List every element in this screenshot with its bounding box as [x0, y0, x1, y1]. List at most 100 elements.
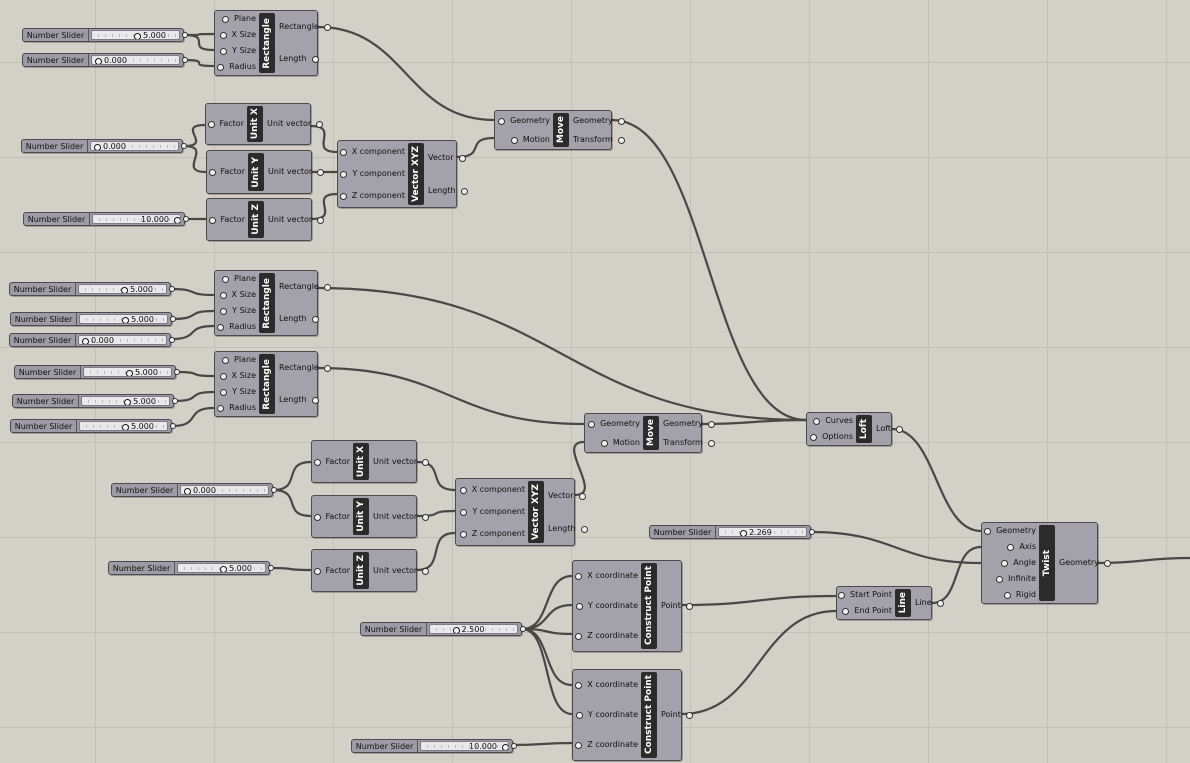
component-title[interactable]: Line — [895, 589, 911, 617]
slider-track[interactable]: 10.000 — [92, 214, 181, 224]
output-param[interactable]: Unit vector — [268, 167, 325, 176]
component-title[interactable]: Unit Z — [353, 552, 369, 589]
input-param[interactable]: Y Size — [220, 46, 256, 55]
input-param[interactable]: X Size — [219, 371, 256, 380]
input-param[interactable]: Curves — [813, 416, 853, 425]
output-param[interactable]: Length — [279, 314, 319, 323]
output-param[interactable]: Geometry — [663, 418, 715, 428]
wire[interactable] — [171, 309, 215, 321]
input-param[interactable]: Y Size — [220, 387, 256, 396]
output-param[interactable]: Length — [279, 54, 319, 63]
component-title[interactable]: Vector XYZ — [528, 481, 544, 543]
slider-output-grip[interactable] — [174, 369, 180, 375]
component-title[interactable]: Twist — [1039, 525, 1055, 601]
output-param[interactable]: Unit vector — [373, 565, 430, 575]
wire[interactable] — [512, 741, 573, 747]
input-param[interactable]: X coordinate — [575, 571, 638, 580]
slider-output-grip[interactable] — [511, 743, 517, 749]
output-param[interactable]: Rectangle — [279, 282, 331, 291]
slider-track[interactable]: 5.000 — [91, 30, 180, 40]
slider-track[interactable]: 5.000 — [78, 284, 167, 294]
component-title[interactable]: Unit X — [247, 106, 263, 142]
wire[interactable] — [521, 627, 573, 687]
wire[interactable] — [171, 406, 215, 428]
wire[interactable] — [173, 390, 215, 403]
slider-knob[interactable] — [122, 317, 129, 323]
slider-output-grip[interactable] — [182, 57, 188, 63]
wire[interactable] — [681, 609, 837, 716]
slider-output-grip[interactable] — [183, 216, 189, 222]
slider-track[interactable]: 0.000 — [90, 141, 179, 151]
input-param[interactable]: Start Point — [838, 590, 892, 599]
input-param[interactable]: Factor — [208, 167, 245, 176]
wire[interactable] — [891, 427, 982, 533]
input-param[interactable]: Plane — [222, 355, 256, 364]
output-param[interactable]: Vector — [428, 152, 465, 162]
wire[interactable] — [311, 192, 338, 221]
slider-knob[interactable] — [126, 370, 133, 376]
input-param[interactable]: End Point — [842, 606, 892, 615]
input-param[interactable]: Motion — [510, 134, 550, 144]
wire[interactable] — [317, 25, 495, 122]
component-title[interactable]: Rectangle — [259, 273, 275, 333]
wire[interactable] — [810, 530, 982, 565]
slider-output-grip[interactable] — [170, 316, 176, 322]
input-param[interactable]: Options — [810, 432, 853, 441]
component-title[interactable]: Move — [553, 113, 569, 147]
input-param[interactable]: Factor — [207, 119, 244, 128]
slider-output-grip[interactable] — [271, 487, 277, 493]
wire[interactable] — [681, 594, 837, 607]
slider-track[interactable]: 2.269 — [718, 527, 807, 537]
component-title[interactable]: Unit X — [353, 443, 369, 480]
output-param[interactable]: Length — [428, 185, 468, 195]
slider-track[interactable]: 5.000 — [83, 367, 172, 377]
slider-knob[interactable] — [124, 399, 131, 405]
slider-knob[interactable] — [134, 33, 141, 39]
wire[interactable] — [1097, 556, 1190, 565]
output-param[interactable]: Unit vector — [373, 456, 430, 466]
wire[interactable] — [521, 603, 573, 631]
slider-track[interactable]: 0.000 — [180, 485, 269, 495]
wire[interactable] — [272, 460, 312, 492]
wire[interactable] — [183, 144, 207, 174]
input-param[interactable]: Factor — [208, 214, 245, 224]
component-title[interactable]: Rectangle — [259, 354, 275, 414]
component-title[interactable]: Unit Y — [353, 498, 369, 535]
output-param[interactable]: Rectangle — [279, 22, 331, 31]
input-param[interactable]: Z coordinate — [575, 631, 638, 640]
wire[interactable] — [416, 531, 456, 572]
input-param[interactable]: Factor — [313, 456, 350, 466]
input-param[interactable]: Factor — [313, 511, 350, 521]
component-title[interactable]: Unit Z — [248, 201, 264, 238]
input-param[interactable]: Y component — [340, 169, 405, 178]
wire[interactable] — [521, 574, 573, 631]
slider-output-grip[interactable] — [182, 32, 188, 38]
input-param[interactable]: Y Size — [220, 306, 256, 315]
component-title[interactable]: Construct Point — [641, 672, 657, 758]
output-param[interactable]: Vector — [548, 490, 585, 500]
slider-output-grip[interactable] — [520, 626, 526, 632]
slider-knob[interactable] — [184, 488, 191, 494]
input-param[interactable]: Infinite — [996, 574, 1036, 583]
wire[interactable] — [611, 118, 807, 422]
slider-knob[interactable] — [739, 530, 747, 536]
input-param[interactable]: Z coordinate — [575, 740, 638, 749]
